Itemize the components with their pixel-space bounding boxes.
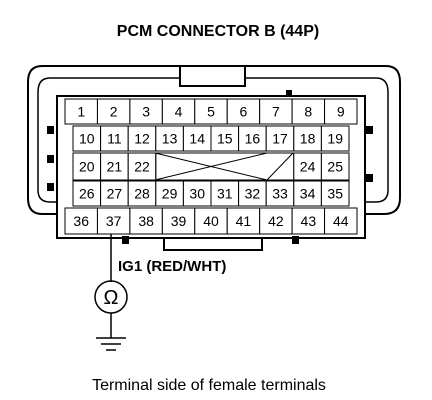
pin-number: 19 — [327, 131, 343, 147]
pin-cell — [161, 207, 196, 235]
pin-number: 44 — [333, 213, 349, 229]
pin-number: 38 — [138, 213, 154, 229]
pin-cell — [265, 180, 295, 207]
pin-number: 31 — [217, 186, 233, 202]
pin-number: 27 — [107, 186, 123, 202]
pin-number: 35 — [327, 186, 343, 202]
pin-number: 11 — [107, 131, 122, 147]
pin-cell — [226, 207, 261, 235]
pin-number: 43 — [301, 213, 317, 229]
pin-number: 37 — [106, 213, 122, 229]
pin-number: 36 — [73, 213, 89, 229]
pin-number: 7 — [272, 104, 280, 120]
pin-cell — [194, 207, 228, 235]
pin-cell — [291, 207, 326, 235]
diagram-title: PCM CONNECTOR B (44P) — [117, 23, 319, 40]
unused-cavities-mark — [154, 152, 294, 181]
pin-cell — [324, 98, 358, 125]
pin-number: 13 — [162, 131, 178, 147]
pin-number: 9 — [337, 104, 345, 120]
signal-label: IG1 (RED/WHT) — [118, 258, 226, 275]
pin-number: 22 — [134, 159, 150, 175]
pin-cell — [182, 125, 212, 152]
pin-cell — [72, 180, 102, 207]
pin-cell — [100, 152, 129, 181]
pin-cell — [293, 180, 322, 207]
pin-number: 39 — [171, 213, 187, 229]
pin-cell — [100, 180, 129, 207]
pin-cell — [155, 180, 184, 207]
pin-cell — [127, 152, 157, 181]
pin-cell — [64, 207, 98, 235]
pin-cell — [127, 125, 157, 152]
pin-number: 20 — [79, 159, 95, 175]
pin-cell — [259, 98, 293, 125]
pin-number: 28 — [134, 186, 150, 202]
pin-cell — [210, 180, 240, 207]
pin-cell — [96, 98, 131, 125]
pin-number: 16 — [245, 131, 261, 147]
pin-number: 29 — [162, 186, 178, 202]
pin-cell — [182, 180, 212, 207]
pin-number: 32 — [245, 186, 261, 202]
pin-number: 3 — [142, 104, 150, 120]
pin-cell — [100, 125, 129, 152]
pin-number: 21 — [107, 159, 123, 175]
pin-number: 26 — [79, 186, 95, 202]
pin-cell — [210, 125, 240, 152]
pin-cell — [194, 98, 228, 125]
pin-number: 40 — [203, 213, 219, 229]
pin-cell — [127, 180, 157, 207]
pin-number: 41 — [236, 213, 252, 229]
pin-number: 12 — [134, 131, 150, 147]
pin-cell — [155, 125, 184, 152]
pin-number: 24 — [300, 159, 316, 175]
ohmmeter-icon: Ω — [104, 287, 119, 309]
pin-number: 1 — [77, 104, 85, 120]
pin-number: 34 — [300, 186, 316, 202]
probe-circuit — [94, 234, 128, 351]
pin-number: 30 — [189, 186, 205, 202]
pin-cell — [226, 98, 261, 125]
pin-number: 25 — [327, 159, 343, 175]
diagram-caption: Terminal side of female terminals — [92, 377, 326, 394]
pin-number: 8 — [304, 104, 312, 120]
pin-number: 17 — [272, 131, 288, 147]
pin-cell — [238, 125, 267, 152]
connector-tabs — [47, 90, 373, 244]
pin-cell — [96, 207, 131, 235]
pin-cell — [72, 125, 102, 152]
pin-number: 14 — [189, 131, 205, 147]
pin-number: 33 — [272, 186, 288, 202]
pin-number: 6 — [240, 104, 248, 120]
pin-cell — [291, 98, 326, 125]
pin-cell — [129, 98, 163, 125]
pin-number: 4 — [175, 104, 183, 120]
pin-cell — [320, 152, 350, 181]
pin-number: 18 — [300, 131, 316, 147]
pin-cell — [320, 180, 350, 207]
pin-number: 5 — [207, 104, 215, 120]
pin-cell — [324, 207, 358, 235]
pin-number: 10 — [79, 131, 95, 147]
pin-number: 42 — [268, 213, 284, 229]
pin-number: 15 — [217, 131, 233, 147]
pin-number: 2 — [110, 104, 118, 120]
pin-cell — [129, 207, 163, 235]
pin-cell — [320, 125, 350, 152]
